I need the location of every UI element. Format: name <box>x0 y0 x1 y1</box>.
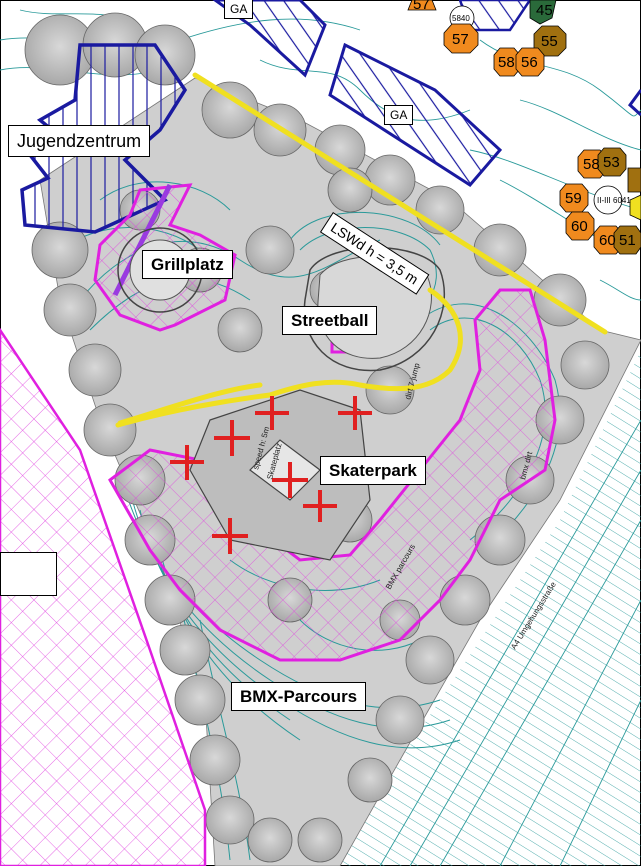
marker-56: 56 <box>521 54 538 71</box>
skate-equipment-markers <box>170 396 372 554</box>
marker-5840: 5840 <box>452 14 470 23</box>
grillplatz-path <box>112 183 173 297</box>
label-skaterpark: Skaterpark <box>320 456 426 485</box>
left-planning-area <box>0 327 207 866</box>
garage-right <box>328 42 503 187</box>
marker-53: 53 <box>603 154 620 171</box>
road-band <box>340 350 641 866</box>
noise-barrier <box>115 72 608 428</box>
marker-57b: 57 <box>452 31 469 48</box>
label-jugendzentrum: Jugendzentrum <box>8 125 151 157</box>
marker-60a: 60 <box>571 218 588 235</box>
marker-57a: 57 <box>413 0 430 13</box>
marker-55: 55 <box>541 33 558 50</box>
marker-58b: 58 <box>583 156 600 173</box>
label-streetball: Streetball <box>282 306 378 335</box>
marker-58a: 58 <box>498 54 515 71</box>
building-level-markers <box>407 0 641 255</box>
label-bmx-parcours: BMX-Parcours <box>231 682 367 711</box>
label-garage-top: GA <box>224 0 254 19</box>
label-garage-right: GA <box>384 105 414 125</box>
label-empty-box <box>0 552 57 596</box>
marker-ii-iii: II-III 6041 <box>597 196 631 205</box>
label-grillplatz: Grillplatz <box>142 250 233 279</box>
road-edges <box>379 419 641 866</box>
marker-51: 51 <box>619 232 636 249</box>
marker-60b: 60 <box>599 232 616 249</box>
marker-59: 59 <box>565 190 582 207</box>
marker-labels: 57 5840 45 57 55 58 56 58 53 59 II-III 6… <box>413 0 636 249</box>
marker-45: 45 <box>536 2 553 19</box>
